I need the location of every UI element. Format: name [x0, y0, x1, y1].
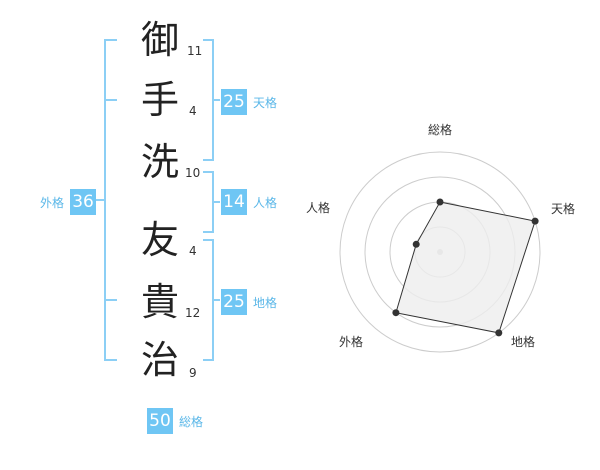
radar-point-4 [412, 240, 420, 248]
radar-axis-label-chikaku: 地格 [511, 335, 536, 349]
soukaku-label: 総格 [179, 414, 204, 429]
radar-axis-label-gaikaku: 外格 [339, 335, 364, 349]
tenkaku-badge: 25 天格 [221, 89, 277, 115]
stroke-count-1: 11 [187, 44, 203, 58]
name-char-1: 御 [140, 18, 179, 62]
radar-axis-label-soukaku: 総格 [428, 123, 453, 137]
tenkaku-label: 天格 [253, 95, 278, 110]
gaikaku-badge: 外格 36 [40, 189, 97, 215]
radar-point-3 [392, 309, 400, 317]
name-char-4: 友 [140, 218, 179, 262]
radar-ring [339, 151, 541, 353]
gaikaku-value: 36 [70, 189, 97, 215]
chikaku-value: 25 [221, 289, 247, 315]
soukaku-badge: 50 総格 [147, 408, 203, 434]
stroke-count-2: 4 [189, 104, 197, 118]
stroke-count-4: 4 [189, 244, 197, 258]
radar-axis-label-tenkaku: 天格 [551, 202, 576, 216]
radar-axis-label-jinkaku: 人格 [306, 201, 331, 215]
gaikaku-label: 外格 [40, 195, 65, 210]
radar-point-2 [495, 329, 503, 337]
radar-polygon [395, 201, 536, 334]
chikaku-label: 地格 [253, 295, 278, 310]
stroke-count-6: 9 [189, 366, 197, 380]
name-char-2: 手 [140, 78, 179, 122]
tenkaku-value: 25 [221, 89, 247, 115]
name-char-5: 貴 [140, 280, 179, 324]
stroke-count-3: 10 [185, 166, 201, 180]
jinkaku-value: 14 [221, 189, 247, 215]
jinkaku-badge: 14 人格 [221, 189, 277, 215]
name-char-3: 洗 [140, 140, 179, 184]
soukaku-value: 50 [147, 408, 173, 434]
radar-points [392, 198, 539, 337]
stroke-count-5: 12 [185, 306, 201, 320]
chikaku-badge: 25 地格 [221, 289, 277, 315]
radar-point-1 [531, 217, 539, 225]
jinkaku-label: 人格 [253, 195, 278, 210]
radar-point-0 [436, 198, 444, 206]
name-char-6: 治 [140, 338, 179, 382]
